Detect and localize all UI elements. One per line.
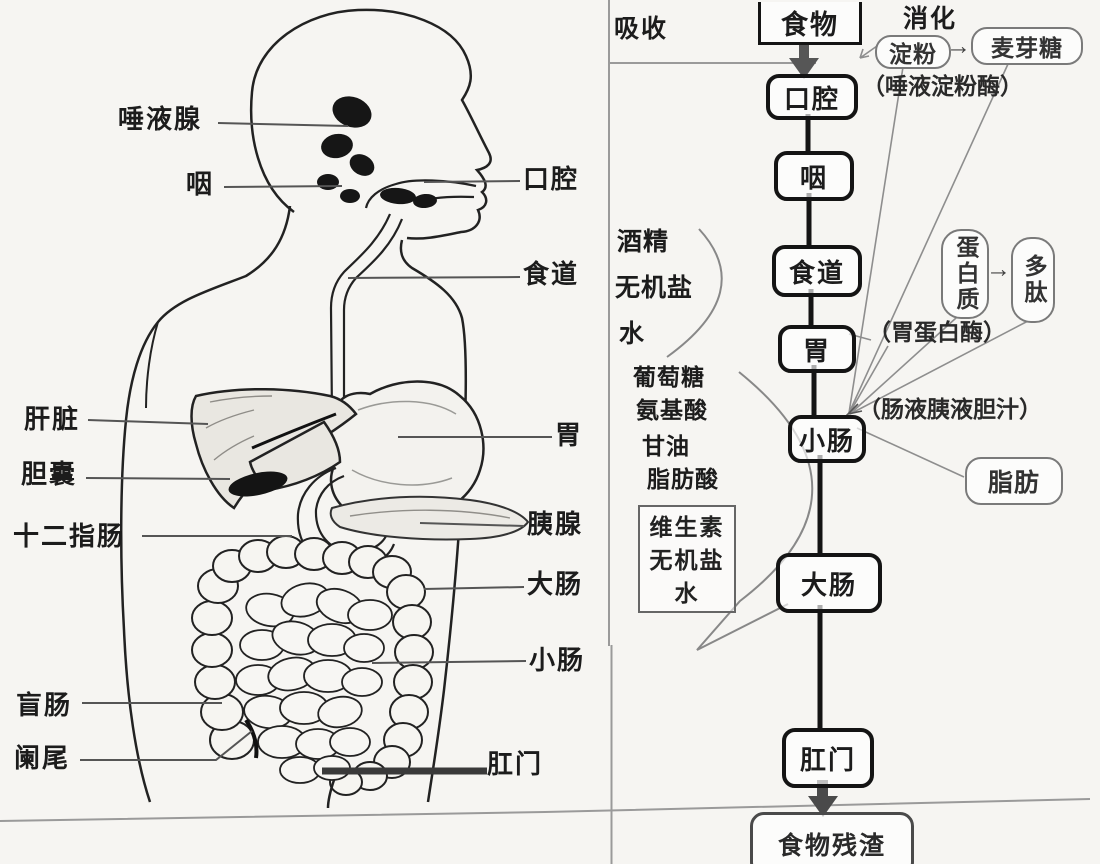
label-gallbladder: 胆囊 bbox=[21, 460, 78, 489]
flow-node-residue: 食物残渣 bbox=[750, 812, 914, 864]
appendix-organ bbox=[244, 718, 259, 759]
label-large-intestine: 大肠 bbox=[527, 570, 584, 599]
protein-polypeptide-arrow: → bbox=[986, 256, 1011, 283]
digestion-relation-lines bbox=[845, 45, 1029, 478]
label-liver: 肝脏 bbox=[24, 405, 81, 434]
flow-node-pharynx: 咽 bbox=[774, 151, 854, 201]
label-anus: 肛门 bbox=[487, 750, 544, 779]
leader-lines bbox=[80, 122, 552, 761]
flow-node-esophagus: 食道 bbox=[772, 245, 862, 297]
label-glycerol: 甘油 bbox=[642, 434, 690, 459]
flow-connectors bbox=[805, 114, 823, 728]
gallbladder-organ bbox=[228, 471, 288, 497]
label-small-intestine: 小肠 bbox=[529, 646, 586, 675]
flow-node-large-intestine: 大肠 bbox=[776, 553, 882, 613]
label-amino-acid: 氨基酸 bbox=[636, 398, 708, 423]
label-water-stomach: 水 bbox=[619, 321, 646, 348]
label-absorption: 吸收 bbox=[614, 16, 669, 43]
label-cecum: 盲肠 bbox=[16, 691, 73, 720]
label-pharynx: 咽 bbox=[186, 170, 215, 199]
label-fatty-acid: 脂肪酸 bbox=[647, 467, 719, 492]
label-vitamin: 维生素 bbox=[649, 515, 725, 540]
stomach-organ bbox=[327, 380, 485, 524]
flow-node-stomach: 胃 bbox=[778, 325, 856, 373]
label-pepsin: （胃蛋白酶） bbox=[868, 320, 1006, 345]
absorption-braces bbox=[666, 228, 814, 651]
starch-maltose-arrow: → bbox=[946, 33, 971, 60]
label-stomach: 胃 bbox=[555, 421, 584, 450]
label-salivary-gland: 唾液腺 bbox=[118, 105, 203, 134]
pancreas-organ bbox=[329, 495, 530, 541]
label-pancreas: 胰腺 bbox=[527, 510, 584, 539]
flow-node-anus: 肛门 bbox=[782, 728, 874, 788]
flow-node-small-intestine: 小肠 bbox=[788, 415, 866, 463]
large-intestine-organ bbox=[191, 535, 434, 796]
label-esophagus: 食道 bbox=[523, 260, 580, 289]
label-duodenum: 十二指肠 bbox=[13, 522, 126, 551]
food-to-mouth-arrow bbox=[789, 42, 819, 79]
label-glucose: 葡萄糖 bbox=[633, 365, 705, 390]
rectum-line bbox=[326, 779, 336, 809]
label-water-li: 水 bbox=[674, 581, 700, 606]
label-inorganic-salt-li: 无机盐 bbox=[649, 548, 725, 573]
box-fat: 脂肪 bbox=[965, 457, 1063, 505]
box-protein: 蛋白质 bbox=[941, 229, 989, 319]
flow-node-mouth: 口腔 bbox=[766, 74, 858, 120]
box-large-intestine-absorbed: 维生素 无机盐 水 bbox=[638, 505, 736, 613]
box-maltose: 麦芽糖 bbox=[971, 27, 1083, 65]
anus-to-residue-arrow bbox=[808, 780, 838, 817]
label-oral-cavity: 口腔 bbox=[523, 165, 580, 194]
label-intestinal-juices: （肠液胰液胆汁） bbox=[858, 397, 1042, 422]
label-appendix: 阑尾 bbox=[14, 744, 71, 773]
label-inorganic-salt-stomach: 无机盐 bbox=[615, 275, 694, 302]
flow-node-food: 食物 bbox=[758, 2, 862, 45]
small-intestine-organ bbox=[235, 582, 393, 784]
label-salivary-amylase: （唾液淀粉酶） bbox=[862, 74, 1023, 99]
label-alcohol: 酒精 bbox=[617, 229, 670, 256]
box-starch: 淀粉 bbox=[875, 35, 951, 69]
salivary-glands bbox=[317, 96, 437, 209]
box-polypeptide: 多肽 bbox=[1011, 237, 1055, 323]
label-digestion: 消化 bbox=[903, 6, 958, 33]
